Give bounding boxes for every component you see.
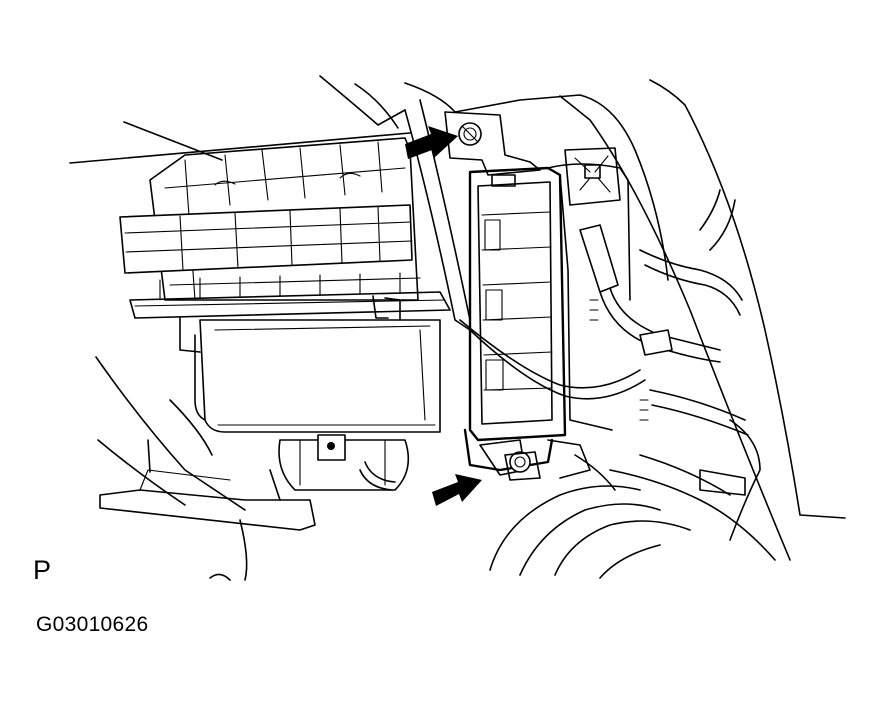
blower-motor (278, 434, 410, 491)
figure-id-label: G03010626 (36, 613, 149, 636)
upper-bracket (404, 99, 541, 331)
housing-lower-body (129, 272, 451, 433)
lower-duct (489, 454, 776, 579)
filter-grille (119, 204, 413, 274)
view-code-label: P (33, 555, 52, 585)
wiring-harness (459, 147, 761, 541)
control-module (468, 163, 631, 442)
arrow-icon (405, 126, 458, 159)
mounting-base (99, 439, 316, 531)
dashboard-outline (69, 75, 846, 581)
arrow-icon (432, 474, 482, 506)
